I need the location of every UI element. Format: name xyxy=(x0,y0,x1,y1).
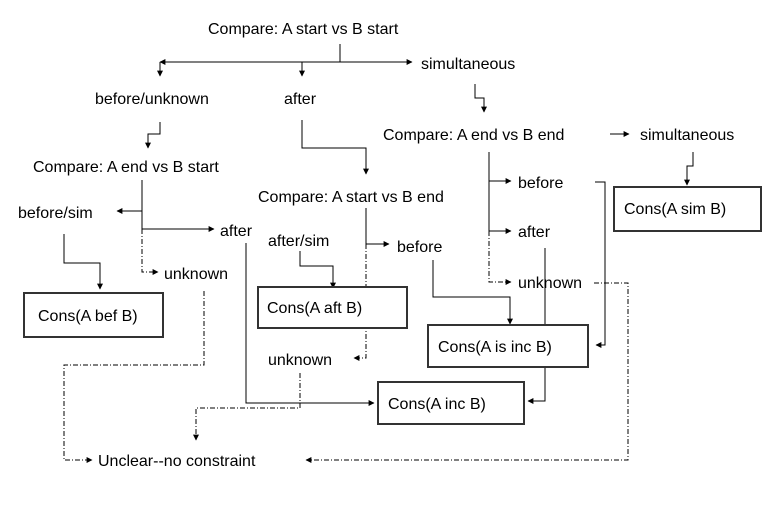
compare-start-end-label: Compare: A start vs B end xyxy=(258,189,444,206)
connector-to-unknown-mid xyxy=(353,244,367,361)
connector-to-before-right xyxy=(488,152,512,184)
cons-is-inc-label: Cons(A is inc B) xyxy=(438,339,552,356)
connector-before-unknown-to-compare xyxy=(145,122,161,149)
connector-simultaneous-to-cons-sim xyxy=(684,152,694,186)
cons-sim-label: Cons(A sim B) xyxy=(624,201,726,218)
connector-to-before-sim xyxy=(116,180,143,214)
cons-bef-box xyxy=(23,292,164,338)
connector-after-left-to-cons-inc xyxy=(245,243,375,406)
before-unknown-label: before/unknown xyxy=(95,91,209,108)
cons-sim-box xyxy=(613,186,762,232)
connector-to-after-right xyxy=(488,181,512,234)
connector-to-before-mid xyxy=(365,208,390,247)
connector-to-unknown-left xyxy=(141,229,159,275)
connector-unknown-right-to-unclear xyxy=(305,282,629,463)
cons-bef-label: Cons(A bef B) xyxy=(38,308,138,325)
before-sim-label: before/sim xyxy=(18,205,93,222)
connector-after-right-to-cons-inc xyxy=(527,248,546,404)
compare-end-start-label: Compare: A end vs B start xyxy=(33,159,219,176)
unknown-mid-label: unknown xyxy=(268,352,332,369)
connector-root-branch xyxy=(159,44,341,65)
connector-after-to-compare xyxy=(301,120,369,175)
connector-unknown-mid-to-unclear xyxy=(193,373,301,441)
connector-before-right-to-cons-is-inc xyxy=(595,181,606,348)
cons-is-inc-box xyxy=(427,324,589,368)
simultaneous-right-label: simultaneous xyxy=(640,127,734,144)
connector-before-mid-to-cons-is-inc xyxy=(432,260,513,325)
compare-start-start-label: Compare: A start vs B start xyxy=(208,21,399,38)
connector-to-unknown-right xyxy=(488,231,512,285)
connector-before-sim-to-cons-bef xyxy=(63,234,103,290)
cons-inc-label: Cons(A inc B) xyxy=(388,396,486,413)
before-right-label: before xyxy=(518,175,563,192)
cons-aft-box xyxy=(257,286,408,329)
unknown-left-label: unknown xyxy=(164,266,228,283)
unknown-right-label: unknown xyxy=(518,275,582,292)
connector-sim-to-compare xyxy=(474,84,487,113)
after-left-label: after xyxy=(220,223,253,240)
after-top-label: after xyxy=(284,91,317,108)
unclear-label: Unclear--no constraint xyxy=(98,453,256,470)
compare-end-end-label: Compare: A end vs B end xyxy=(383,127,564,144)
cons-inc-box xyxy=(377,381,525,425)
connector-to-after-left xyxy=(141,211,215,232)
connector-after-sim-to-cons-aft xyxy=(299,251,336,289)
cons-aft-label: Cons(A aft B) xyxy=(267,300,362,317)
after-sim-label: after/sim xyxy=(268,233,329,250)
connector-unknown-left-to-unclear xyxy=(63,291,205,463)
before-mid-label: before xyxy=(397,239,442,256)
after-right-label: after xyxy=(518,224,551,241)
simultaneous-top-label: simultaneous xyxy=(421,56,515,73)
